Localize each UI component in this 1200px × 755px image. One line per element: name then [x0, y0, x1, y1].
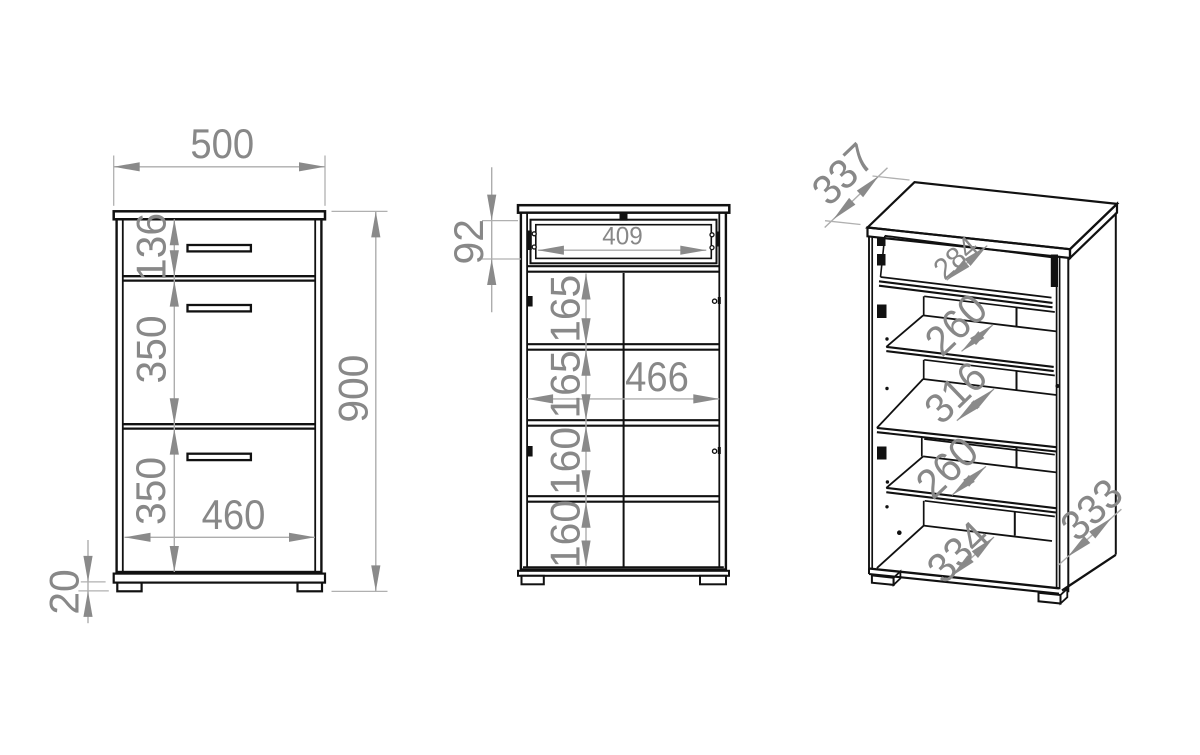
svg-text:165: 165	[542, 351, 589, 419]
svg-text:20: 20	[41, 569, 88, 614]
svg-text:160: 160	[542, 500, 589, 568]
svg-text:460: 460	[202, 491, 266, 538]
svg-text:165: 165	[542, 275, 589, 343]
svg-text:500: 500	[190, 120, 254, 167]
svg-text:350: 350	[128, 316, 175, 384]
svg-text:136: 136	[128, 213, 175, 281]
svg-text:466: 466	[625, 353, 689, 400]
svg-text:409: 409	[602, 223, 642, 250]
svg-text:350: 350	[128, 457, 175, 525]
svg-text:92: 92	[446, 219, 493, 264]
svg-text:160: 160	[542, 427, 589, 495]
svg-text:900: 900	[330, 355, 377, 423]
